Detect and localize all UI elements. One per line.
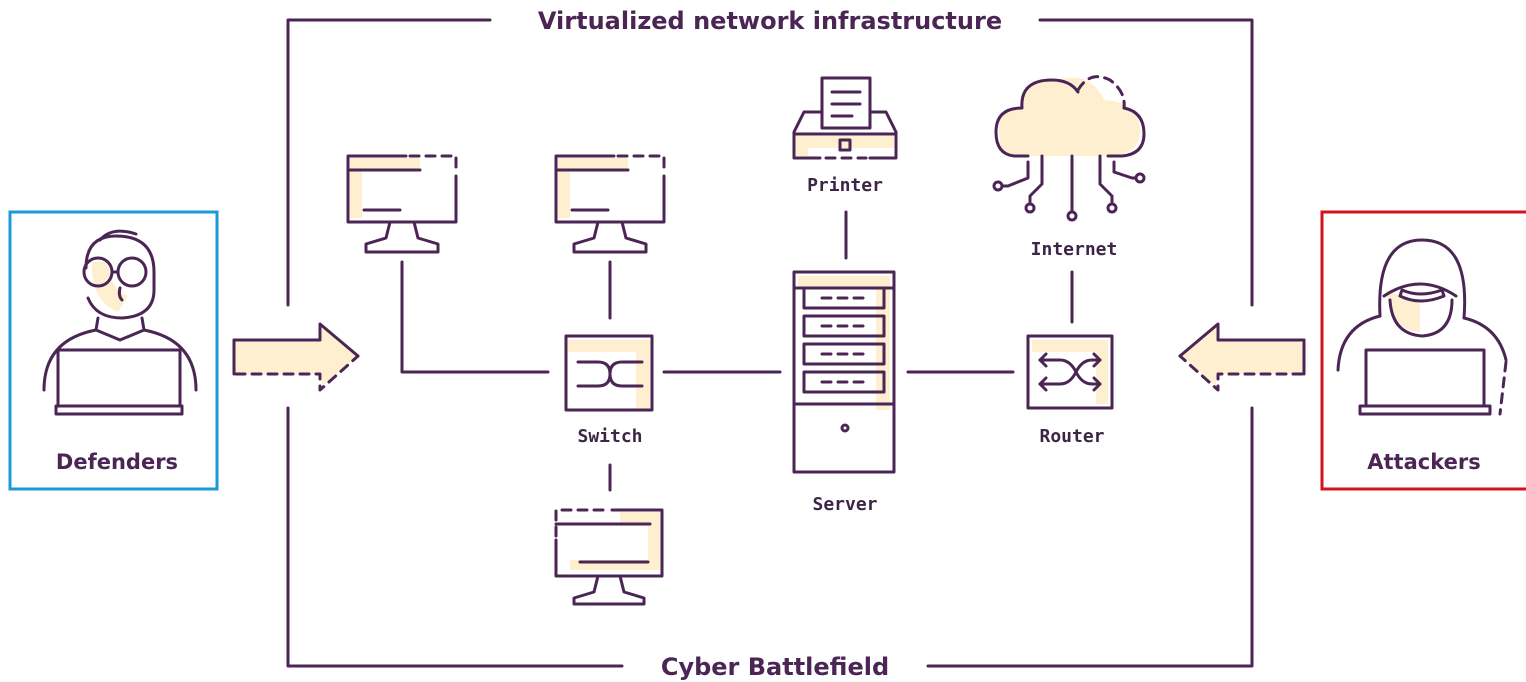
switch-icon — [564, 334, 654, 412]
attackers-panel: Attackers — [1320, 210, 1526, 491]
attacker-hooded-person-icon — [1336, 238, 1508, 416]
switch-label: Switch — [577, 426, 642, 447]
server-label: Server — [812, 494, 877, 515]
cloud-icon — [992, 75, 1146, 222]
defenders-border — [8, 210, 219, 491]
attackers-border — [1320, 210, 1526, 491]
defenders-label: Defenders — [56, 450, 178, 474]
frame-bottom-label: Cyber Battlefield — [661, 653, 889, 681]
router-label: Router — [1039, 426, 1104, 447]
frame-top-label: Virtualized network infrastructure — [538, 7, 1002, 35]
monitor-icon-bottom — [554, 508, 664, 606]
defenders-panel: Defenders — [8, 210, 219, 491]
infrastructure-frame — [286, 18, 1254, 668]
monitor-icon-top — [554, 154, 666, 254]
router-icon — [1026, 334, 1114, 410]
internet-label: Internet — [1031, 239, 1118, 260]
connection-lines — [400, 210, 1074, 492]
defender-person-icon — [42, 229, 198, 416]
monitor-icon-left — [346, 154, 458, 254]
printer-icon — [792, 76, 898, 160]
defenders-arrow — [232, 322, 360, 392]
printer-label: Printer — [807, 175, 883, 196]
attackers-arrow — [1178, 322, 1306, 392]
attackers-label: Attackers — [1367, 450, 1480, 474]
server-icon — [792, 270, 896, 474]
